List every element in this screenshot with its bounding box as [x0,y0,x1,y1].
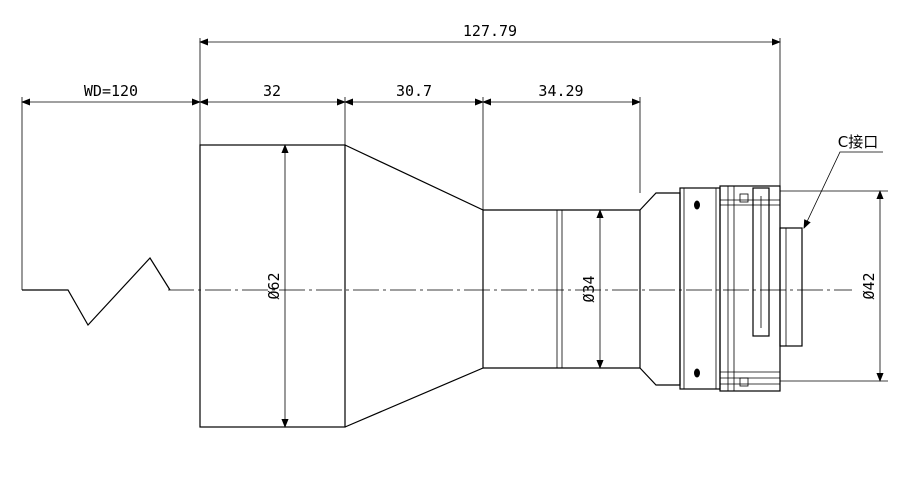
dimension-lines [21,38,884,428]
set-screw-bottom [694,368,700,378]
c-mount-thread [779,227,803,347]
extension-lines [21,38,888,382]
working-distance-label: WD=120 [84,82,138,100]
mount-diameter-label: Ø42 [860,272,878,299]
rear-collar [639,192,681,386]
taper-section [344,144,484,428]
lens-body [199,144,803,428]
front-section-label: 32 [263,82,281,100]
overall-length-label: 127.79 [463,22,517,40]
taper-section-label: 30.7 [396,82,432,100]
front-cylinder [199,144,346,428]
set-screw-top [694,200,700,210]
mount-slot [752,187,770,337]
c-mount-flange [719,185,781,392]
rear-section-label: 34.29 [538,82,583,100]
c-mount-leader-line [803,151,883,229]
working-distance-break-line [22,257,171,327]
barrel-diameter-label: Ø34 [580,275,598,302]
c-mount-label: C接口 [838,133,878,151]
front-diameter-label: Ø62 [265,272,283,299]
focus-ring [679,187,721,390]
